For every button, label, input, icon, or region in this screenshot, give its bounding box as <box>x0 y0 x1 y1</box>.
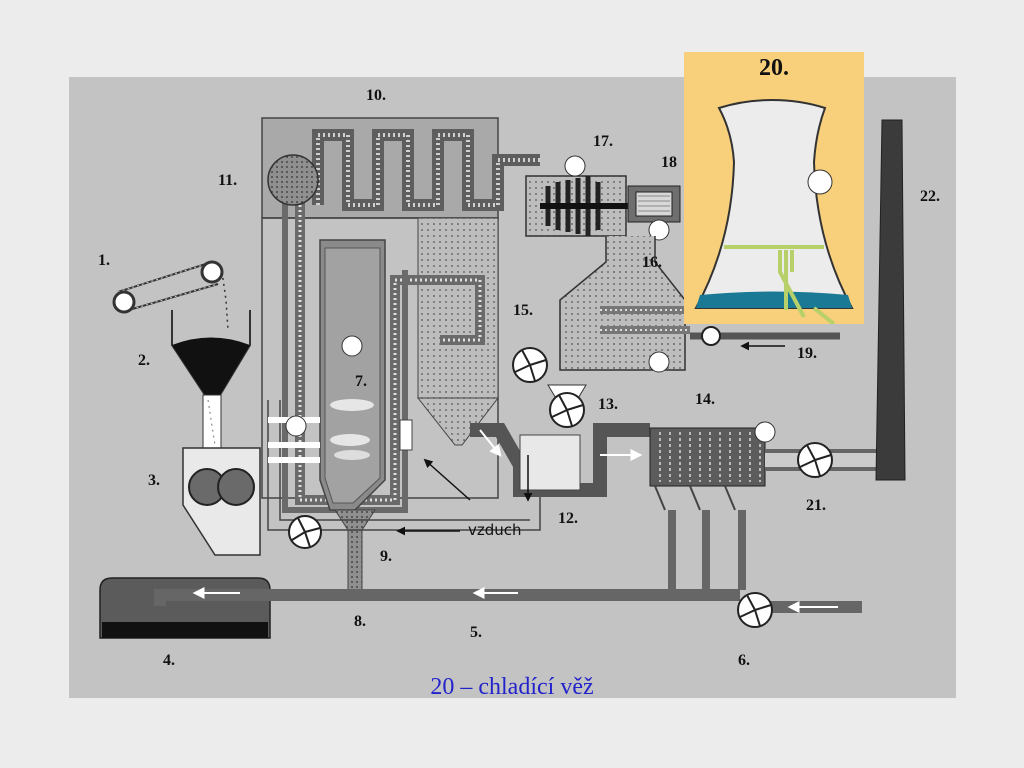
label-22: 22. <box>920 188 940 205</box>
conveyor-belt <box>112 260 229 331</box>
feed-pump <box>512 347 548 383</box>
cooling-tower-illustration <box>694 98 854 324</box>
label-5: 5. <box>470 624 482 641</box>
generator <box>627 185 681 223</box>
marker-circle <box>648 219 670 241</box>
steam-drum <box>267 154 319 206</box>
marker-circle <box>285 415 307 437</box>
label-15: 15. <box>513 302 533 319</box>
cooling-tower-number: 20. <box>759 55 789 81</box>
label-21: 21. <box>806 497 826 514</box>
label-12: 12. <box>558 510 578 527</box>
coal-mill <box>182 447 261 556</box>
marker-circle <box>341 335 363 357</box>
air-label: vzduch <box>468 521 522 539</box>
label-8: 8. <box>354 613 366 630</box>
turbine <box>525 175 630 237</box>
coal-bunker <box>171 310 251 451</box>
marker-circle <box>564 155 586 177</box>
label-14: 14. <box>695 391 715 408</box>
induced-draft-fan <box>797 442 833 478</box>
condenser <box>559 236 690 373</box>
label-10: 10. <box>366 87 386 104</box>
label-6: 6. <box>738 652 750 669</box>
chimney <box>875 119 906 481</box>
ash-chute <box>334 509 376 596</box>
label-18: 18 <box>661 154 677 171</box>
label-13: 13. <box>598 396 618 413</box>
label-19: 19. <box>797 345 817 362</box>
cooling-pump <box>701 326 721 346</box>
ash-pipes <box>668 510 746 590</box>
ash-hopper <box>417 217 499 399</box>
label-2: 2. <box>138 352 150 369</box>
label-4: 4. <box>163 652 175 669</box>
diagram-caption: 20 – chladící věž <box>430 674 594 700</box>
label-7: 7. <box>355 373 367 390</box>
label-16: 16. <box>642 254 662 271</box>
slurry-pump <box>737 592 773 628</box>
label-11: 11. <box>218 172 238 189</box>
cooling-tower-highlight: 20. <box>684 52 864 324</box>
forced-draft-fan <box>547 384 587 428</box>
precipitator <box>600 421 776 511</box>
label-9: 9. <box>380 548 392 565</box>
label-17: 17. <box>593 133 613 150</box>
label-1: 1. <box>98 252 110 269</box>
air-fan <box>288 515 322 549</box>
label-3: 3. <box>148 472 160 489</box>
